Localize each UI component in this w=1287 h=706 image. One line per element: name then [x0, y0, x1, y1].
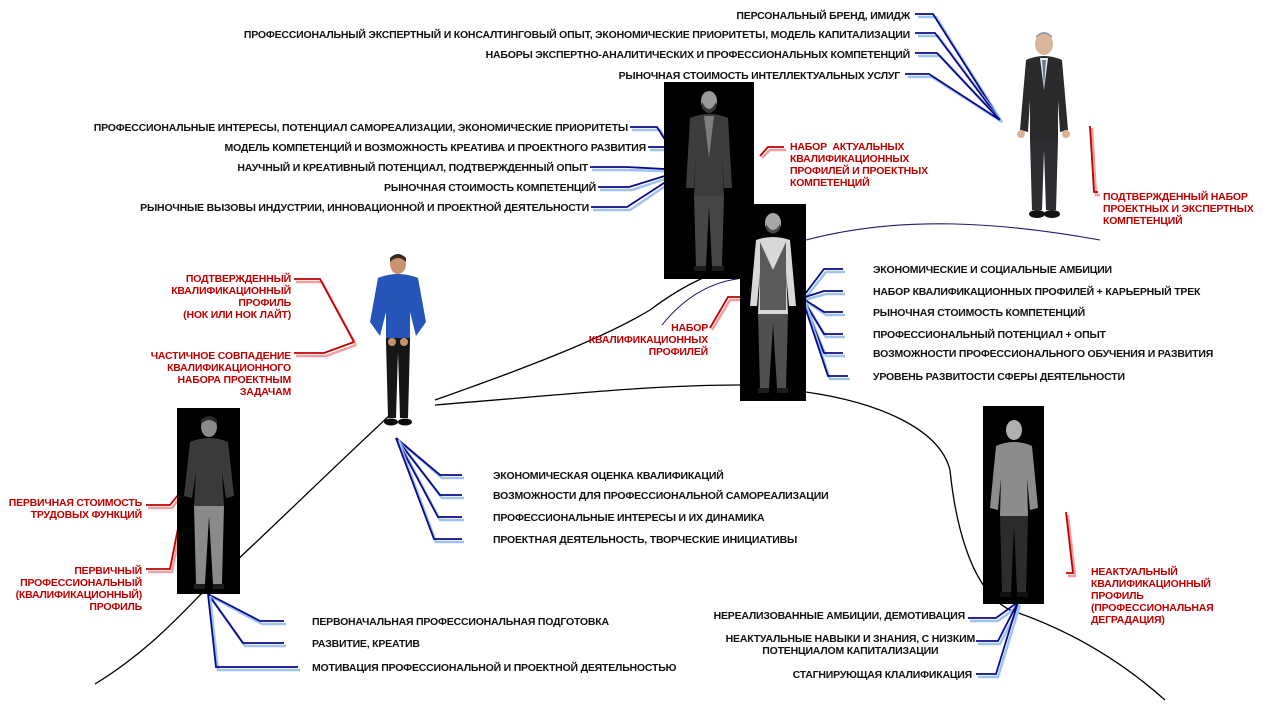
top-right-connectors	[905, 13, 1004, 124]
red-brackets	[146, 125, 1100, 578]
center-connectors	[395, 437, 464, 544]
upper-mid-red-label: НАБОР АКТУАЛЬНЫХ КВАЛИФИКАЦИОННЫХ ПРОФИЛ…	[790, 141, 928, 189]
center-item: ПРОФЕССИОНАЛЬНЫЕ ИНТЕРЕСЫ И ИХ ДИНАМИКА	[493, 512, 765, 524]
middle-right-item: ЭКОНОМИЧЕСКИЕ И СОЦИАЛЬНЫЕ АМБИЦИИ	[873, 264, 1112, 276]
sweater-man-panel	[177, 408, 240, 594]
bottom-left-connectors	[207, 593, 300, 672]
upper-mid-item: НАУЧНЫЙ И КРЕАТИВНЫЙ ПОТЕНЦИАЛ, ПОДТВЕРЖ…	[237, 162, 588, 174]
bearded-man-figure	[686, 91, 732, 271]
center-red-label-1: ПОДТВЕРЖДЕННЫЙ КВАЛИФИКАЦИОННЫЙ ПРОФИЛЬ …	[171, 273, 291, 321]
center-item: ВОЗМОЖНОСТИ ДЛЯ ПРОФЕССИОНАЛЬНОЙ САМОРЕА…	[493, 490, 829, 502]
center-red-label-2: ЧАСТИЧНОЕ СОВПАДЕНИЕ КВАЛИФИКАЦИОННОГО Н…	[150, 350, 291, 398]
career-path-line-5	[805, 223, 1101, 241]
center-item: ЭКОНОМИЧЕСКАЯ ОЦЕНКА КВАЛИФИКАЦИЙ	[493, 470, 724, 482]
blue-shirt-man-figure	[370, 254, 426, 426]
career-path-line-3	[434, 384, 741, 406]
middle-right-item: ВОЗМОЖНОСТИ ПРОФЕССИОНАЛЬНОГО ОБУЧЕНИЯ И…	[873, 348, 1214, 360]
vest-man-figure	[750, 213, 796, 393]
top-right-item: НАБОРЫ ЭКСПЕРТНО-АНАЛИТИЧЕСКИХ И ПРОФЕСС…	[485, 49, 911, 61]
bald-man-figure	[990, 420, 1038, 597]
bottom-right-connectors	[968, 601, 1022, 679]
middle-right-connectors	[801, 268, 850, 381]
bottom-right-red-label: НЕАКТУАЛЬНЫЙ КВАЛИФИКАЦИОННЫЙ ПРОФИЛЬ (П…	[1091, 566, 1214, 626]
bottom-right-item: НЕРЕАЛИЗОВАННЫЕ АМБИЦИИ, ДЕМОТИВАЦИЯ	[713, 610, 966, 622]
top-right-red-label: ПОДТВЕРЖДЕННЫЙ НАБОР ПРОЕКТНЫХ И ЭКСПЕРТ…	[1103, 191, 1254, 227]
bottom-left-red-label-1: ПЕРВИЧНАЯ СТОИМОСТЬ ТРУДОВЫХ ФУНКЦИЙ	[8, 497, 142, 521]
upper-mid-item: РЫНОЧНЫЕ ВЫЗОВЫ ИНДУСТРИИ, ИННОВАЦИОННОЙ…	[140, 202, 589, 214]
bottom-right-item: НЕАКТУАЛЬНЫЕ НАВЫКИ И ЗНАНИЯ, С НИЗКИМ П…	[725, 633, 976, 657]
sweater-man-figure	[184, 416, 234, 589]
vest-man-panel	[740, 204, 806, 401]
bottom-right-item: СТАГНИРУЮЩАЯ КЛАЛИФИКАЦИЯ	[792, 669, 973, 681]
middle-right-item: ПРОФЕССИОНАЛЬНЫЙ ПОТЕНЦИАЛ + ОПЫТ	[873, 329, 1106, 341]
bottom-left-item: МОТИВАЦИЯ ПРОФЕССИОНАЛЬНОЙ И ПРОЕКТНОЙ Д…	[312, 662, 677, 674]
top-right-item: ПЕРСОНАЛЬНЫЙ БРЕНД, ИМИДЖ	[736, 10, 910, 22]
top-right-item: ПРОФЕССИОНАЛЬНЫЙ ЭКСПЕРТНЫЙ И КОНСАЛТИНГ…	[243, 29, 910, 41]
career-path-line-4	[789, 389, 1166, 701]
top-right-item: РЫНОЧНАЯ СТОИМОСТЬ ИНТЕЛЛЕКТУАЛЬНЫХ УСЛУ…	[618, 70, 901, 82]
upper-mid-item: РЫНОЧНАЯ СТОИМОСТЬ КОМПЕТЕНЦИЙ	[384, 182, 596, 194]
middle-right-item: УРОВЕНЬ РАЗВИТОСТИ СФЕРЫ ДЕЯТЕЛЬНОСТИ	[873, 371, 1125, 383]
middle-right-item: НАБОР КВАЛИФИКАЦИОННЫХ ПРОФИЛЕЙ + КАРЬЕР…	[873, 286, 1201, 298]
bearded-man-panel	[664, 82, 754, 279]
businessman-figure	[1017, 32, 1070, 218]
bald-man-panel	[983, 406, 1044, 604]
bottom-left-item: РАЗВИТИЕ, КРЕАТИВ	[312, 638, 420, 650]
bottom-left-red-label-2: ПЕРВИЧНЫЙ ПРОФЕССИОНАЛЬНЫЙ (КВАЛИФИКАЦИО…	[15, 565, 143, 613]
bottom-left-item: ПЕРВОНАЧАЛЬНАЯ ПРОФЕССИОНАЛЬНАЯ ПОДГОТОВ…	[312, 616, 609, 628]
middle-red-label: НАБОР КВАЛИФИКАЦИОННЫХ ПРОФИЛЕЙ	[588, 322, 708, 358]
upper-mid-item: ПРОФЕССИОНАЛЬНЫЕ ИНТЕРЕСЫ, ПОТЕНЦИАЛ САМ…	[93, 122, 628, 134]
middle-right-item: РЫНОЧНАЯ СТОИМОСТЬ КОМПЕТЕНЦИЙ	[873, 307, 1085, 319]
upper-mid-item: МОДЕЛЬ КОМПЕТЕНЦИЙ И ВОЗМОЖНОСТЬ КРЕАТИВ…	[224, 142, 647, 154]
center-item: ПРОЕКТНАЯ ДЕЯТЕЛЬНОСТЬ, ТВОРЧЕСКИЕ ИНИЦИ…	[493, 534, 798, 546]
career-path-line-6	[661, 277, 746, 326]
